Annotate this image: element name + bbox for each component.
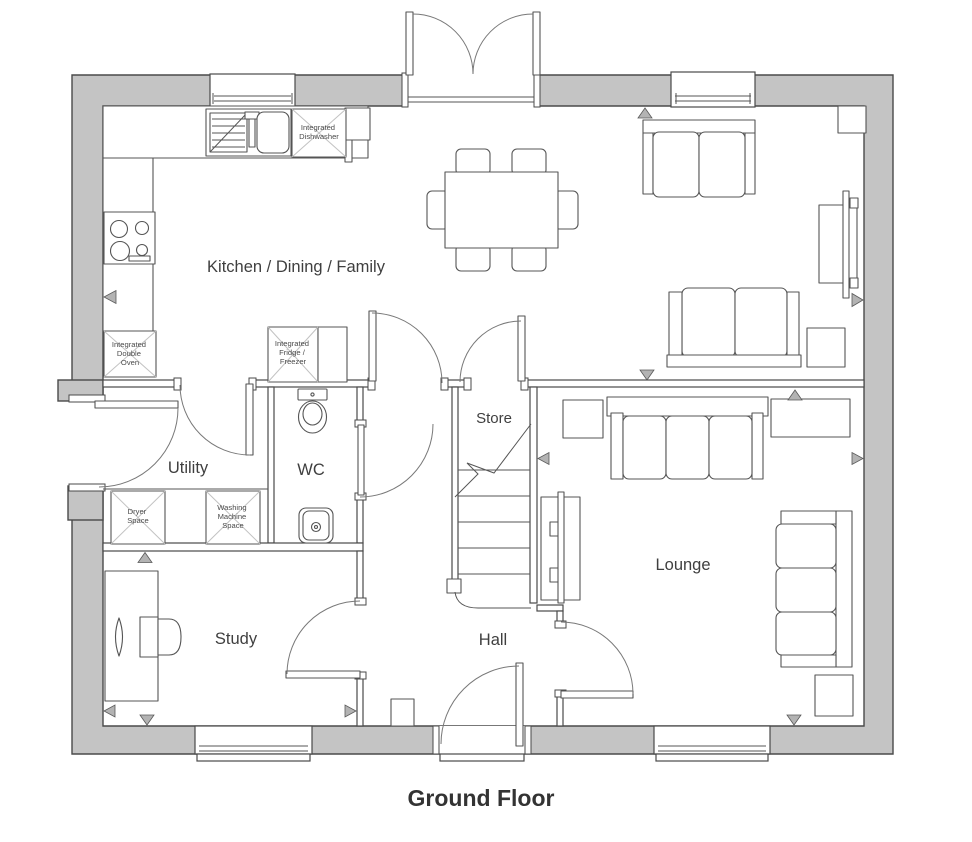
lounge-tv <box>557 491 565 604</box>
family-sofa-top <box>642 119 756 198</box>
label-utility: Utility <box>168 459 209 477</box>
kitchen-sink <box>205 108 292 157</box>
family-side-table <box>806 327 846 368</box>
lounge-sofa-top <box>606 396 769 480</box>
washing-machine-space: Washing Machine Space <box>205 490 261 545</box>
dining-chair <box>455 148 491 176</box>
newel-post <box>446 578 462 594</box>
toilet <box>297 388 328 434</box>
label-store: Store <box>476 410 512 427</box>
dishwasher: Integrated Dishwasher <box>291 108 347 158</box>
stairs-right-wall <box>529 386 538 604</box>
hob <box>103 211 156 265</box>
front-door <box>432 662 532 762</box>
svg-text:Washing Machine: Washing Machine Space <box>217 503 248 530</box>
corner-duct <box>837 105 867 134</box>
label-lounge: Lounge <box>655 556 710 574</box>
wc-door <box>354 419 434 501</box>
room-labels: Kitchen / Dining / Family Utility WC Sto… <box>168 258 711 649</box>
store-door <box>459 315 529 391</box>
lounge-corner-table <box>814 674 854 717</box>
dimension-markers <box>103 107 864 726</box>
study-window <box>194 725 313 762</box>
label-wc: WC <box>297 461 325 479</box>
dining-table <box>444 171 559 249</box>
keyboard <box>139 616 159 658</box>
interior-walls <box>102 379 865 727</box>
family-window <box>670 71 756 108</box>
family-sofa-lower <box>666 287 802 368</box>
family-tv <box>842 190 850 299</box>
lounge-square-table <box>562 399 604 439</box>
svg-text:Integrated Double: Integrated Double Oven <box>112 340 148 367</box>
dryer-space: Dryer Space <box>110 490 166 545</box>
study-desk <box>104 570 182 702</box>
kitchen-window <box>209 73 296 108</box>
study-door <box>285 597 367 680</box>
kitchen-hall-door <box>367 310 449 391</box>
svg-text:Dryer Space: Dryer Space <box>127 507 149 525</box>
svg-text:Integrated Fridge /: Integrated Fridge / Freezer <box>275 339 311 366</box>
windows <box>194 71 771 762</box>
monitor <box>114 617 124 657</box>
dining-chair <box>511 244 547 272</box>
lounge-tv-unit <box>540 491 581 604</box>
wall-pier-lower <box>67 485 104 521</box>
label-hall: Hall <box>479 631 507 649</box>
desk-chair <box>157 618 182 656</box>
label-study: Study <box>215 630 258 648</box>
dining-set <box>426 148 579 272</box>
french-doors <box>401 11 541 108</box>
utility-counter: Dryer Space Washing Machine Space <box>103 488 268 545</box>
dining-chair <box>455 244 491 272</box>
svg-text:Integrated Dishwasher: Integrated Dishwasher <box>299 123 339 141</box>
hall-radiator <box>390 698 415 727</box>
page-title: Ground Floor <box>408 785 555 811</box>
stairs-left-wall <box>451 386 459 585</box>
lounge-window <box>653 725 771 762</box>
double-oven: Integrated Double Oven <box>103 330 157 378</box>
utility-external-door <box>68 394 179 492</box>
lounge-sofa-right <box>775 510 853 668</box>
fridge-freezer: Integrated Fridge / Freezer <box>267 326 348 383</box>
label-kitchen-dining-family: Kitchen / Dining / Family <box>207 258 386 276</box>
lounge-door <box>554 620 634 699</box>
staircase <box>446 423 532 609</box>
dining-chair <box>511 148 547 176</box>
lounge-sideboard <box>770 398 851 438</box>
family-tv-unit <box>818 190 859 299</box>
basin <box>298 507 334 544</box>
utility-door <box>173 377 257 456</box>
stair-break-line <box>454 423 532 498</box>
